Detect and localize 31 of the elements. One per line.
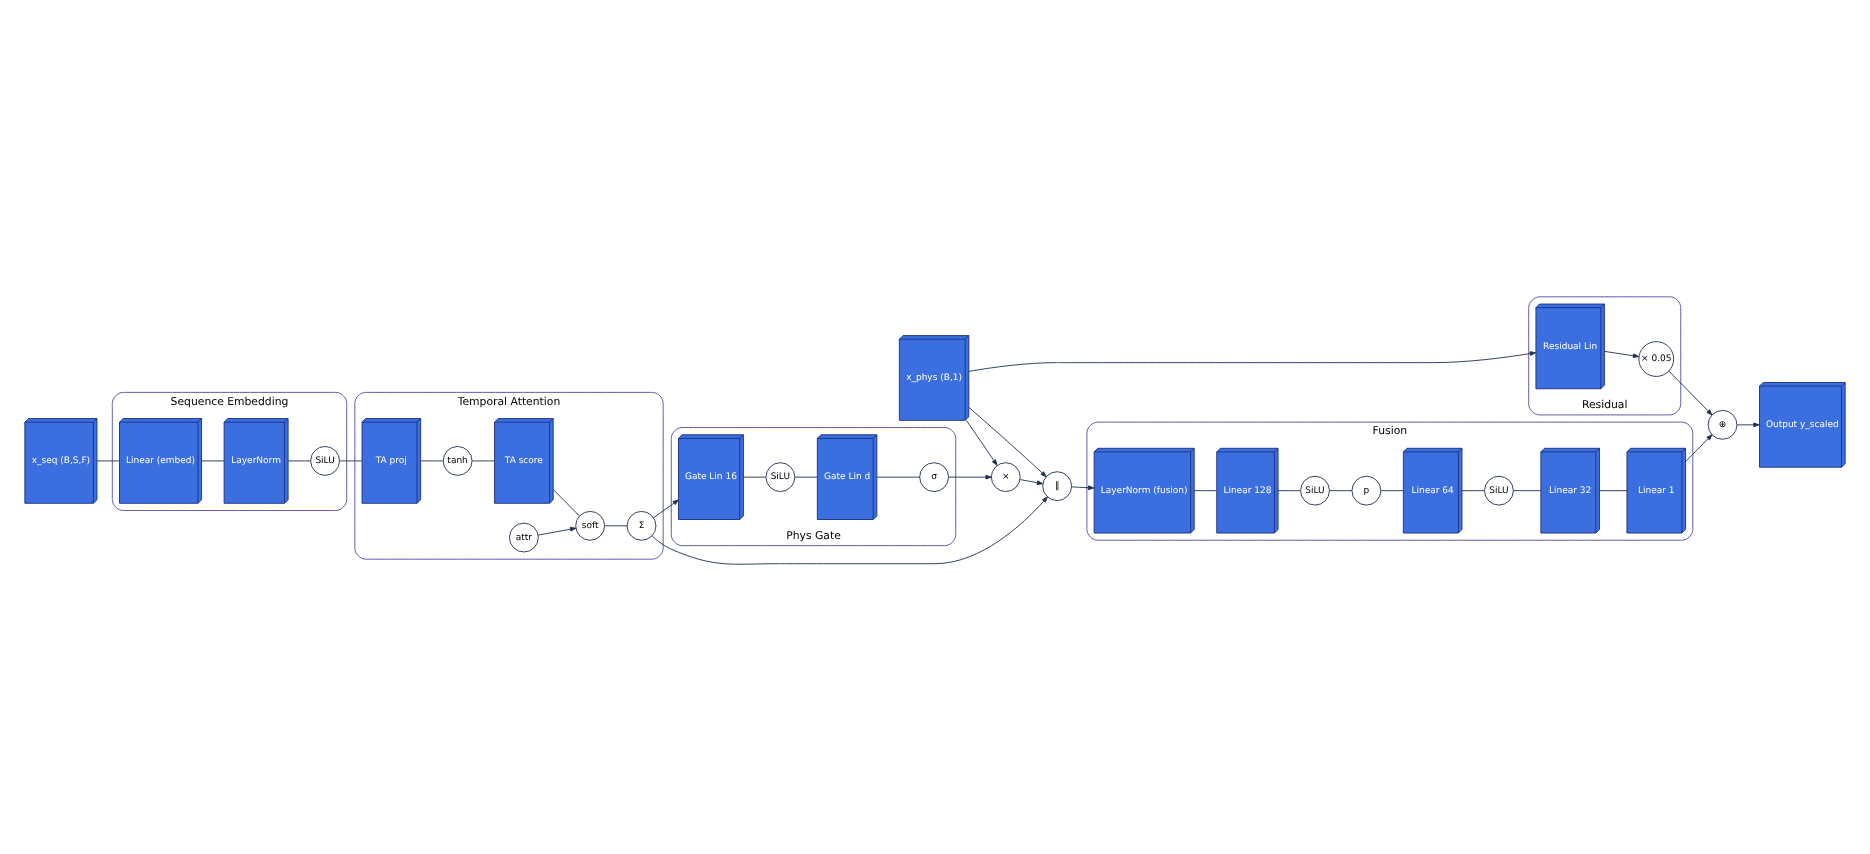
connector xyxy=(339,459,363,461)
arrow xyxy=(653,498,679,518)
connector xyxy=(876,475,920,477)
connector xyxy=(201,459,225,461)
connector xyxy=(1461,489,1485,491)
arrow xyxy=(1019,478,1044,485)
arrow xyxy=(651,495,1048,564)
arrow xyxy=(948,473,992,479)
connector xyxy=(1513,489,1542,491)
arrow xyxy=(968,350,1537,371)
arrow xyxy=(537,525,577,535)
arrow xyxy=(968,406,1047,477)
arrow xyxy=(1604,350,1640,358)
arrow xyxy=(965,419,998,465)
connector xyxy=(794,475,818,477)
connector xyxy=(1329,489,1353,491)
connector xyxy=(471,459,495,461)
connector xyxy=(1193,489,1217,491)
connector xyxy=(552,488,580,516)
connector xyxy=(287,459,311,461)
arrow xyxy=(1736,421,1760,427)
arrow xyxy=(1685,433,1713,462)
arrow xyxy=(1071,484,1095,490)
connector xyxy=(743,475,767,477)
connector xyxy=(1277,489,1301,491)
connector xyxy=(1599,489,1628,491)
connector xyxy=(604,524,628,526)
connector xyxy=(420,459,444,461)
connector xyxy=(96,459,120,461)
connector xyxy=(1380,489,1404,491)
arrow xyxy=(1668,369,1713,415)
